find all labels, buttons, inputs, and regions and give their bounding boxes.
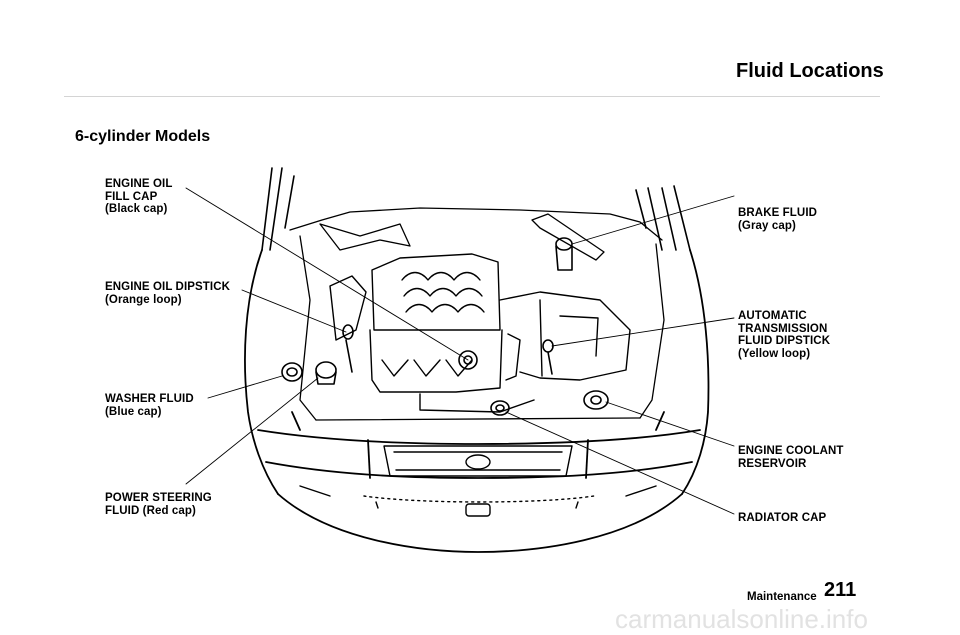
footer-section-label: Maintenance: [747, 591, 817, 603]
grille: [299, 445, 657, 517]
engine-bay: [289, 207, 665, 421]
washer-fluid-cap-icon: [281, 362, 303, 382]
callout-engine-oil-dipstick: ENGINE OIL DIPSTICK (Orange loop): [105, 281, 231, 306]
engine-oil-fill-cap-icon: [458, 350, 478, 370]
engine-oil-dipstick-icon: [342, 324, 354, 373]
page-number: 211: [824, 579, 857, 601]
car-body: [244, 249, 710, 553]
power-steering-cap-icon: [315, 361, 337, 385]
header-divider: [64, 96, 880, 97]
page-title: Fluid Locations: [736, 60, 884, 82]
section-title: 6-cylinder Models: [75, 128, 211, 145]
hood: [261, 167, 691, 251]
callout-power-steering-fluid: POWER STEERING FLUID (Red cap): [105, 492, 212, 517]
callout-radiator-cap: RADIATOR CAP: [738, 512, 827, 524]
callout-automatic-transmission-fluid-dipstick: AUTOMATIC TRANSMISSION FLUID DIPSTICK (Y…: [738, 310, 831, 360]
leader-lines: [185, 187, 735, 515]
radiator-cap-icon: [490, 400, 510, 416]
transmission-dipstick-icon: [542, 339, 554, 375]
callout-brake-fluid: BRAKE FLUID (Gray cap): [738, 207, 818, 232]
engine: [329, 253, 631, 413]
callout-engine-coolant-reservoir: ENGINE COOLANT RESERVOIR: [738, 445, 844, 470]
callout-engine-oil-fill-cap: ENGINE OIL FILL CAP (Black cap): [105, 178, 173, 215]
watermark: carmanualsonline.info: [615, 604, 868, 634]
callout-washer-fluid: WASHER FLUID (Blue cap): [105, 393, 194, 418]
brake-fluid-cap-icon: [555, 237, 573, 271]
coolant-reservoir-icon: [583, 390, 609, 410]
